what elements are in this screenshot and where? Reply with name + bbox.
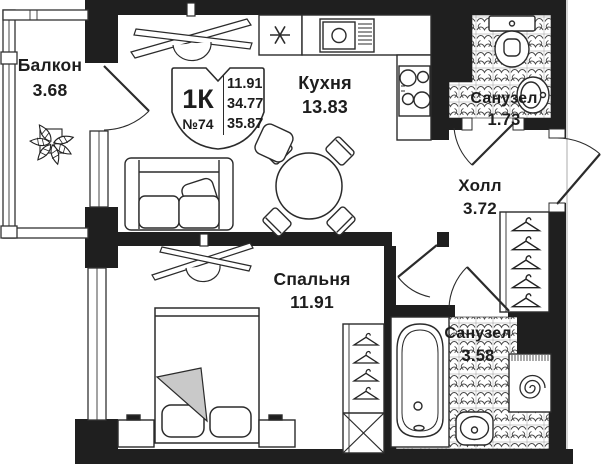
ceiling-light-bedroom (151, 233, 254, 283)
washing-machine (508, 353, 552, 413)
bathroom-small-area: 1.73 (487, 111, 521, 129)
balcony-label: Балкон (17, 55, 83, 75)
ceiling-light-living (130, 2, 253, 62)
snowflake-icon (270, 25, 290, 45)
sink-big-bathroom (455, 411, 494, 446)
bedroom-door (397, 244, 438, 298)
sink-small-bathroom (516, 76, 550, 114)
nightstand-right (258, 419, 296, 448)
nightstand-left (117, 419, 155, 448)
bed-pillow-right (209, 406, 252, 438)
balcony-door (103, 65, 150, 131)
unit-badge: 1К №74 11.91 34.77 35.87 (170, 62, 266, 152)
unit-type: 1К (182, 84, 214, 114)
hall-area: 3.72 (463, 199, 497, 218)
door-jambs (461, 117, 566, 213)
balcony-area: 3.68 (32, 80, 68, 100)
bed-pillow-left (161, 404, 205, 438)
unit-area-total: 35.87 (227, 116, 264, 132)
balcony-glazing (0, 9, 89, 239)
unit-area-main: 34.77 (227, 96, 264, 112)
bathroom-big-label: Санузел (444, 325, 512, 342)
dining-table (261, 134, 357, 238)
kitchen-label: Кухня (298, 73, 352, 93)
bathroom-small-door (453, 122, 515, 166)
hall-label: Холл (458, 176, 502, 195)
doors (103, 65, 601, 312)
badge-divider (223, 75, 224, 135)
wardrobe-bedroom (342, 323, 385, 454)
wardrobe-hall (499, 211, 550, 313)
washer-drum-icon (519, 374, 546, 399)
sofa (124, 123, 294, 231)
unit-area-living: 11.91 (227, 76, 263, 92)
toilet (488, 15, 536, 68)
unit-badge-shield (171, 67, 265, 150)
living-window (89, 130, 109, 208)
walls (75, 0, 573, 464)
bedroom-label: Спальня (273, 269, 351, 289)
nightstands (117, 414, 296, 448)
blanket-fold (155, 367, 208, 423)
bathroom-big-area: 3.58 (461, 347, 495, 365)
bathroom-small-label: Санузел (470, 90, 538, 107)
kitchen-fixtures (258, 14, 432, 141)
bathroom-big-door (448, 266, 510, 312)
entrance-door (556, 137, 601, 205)
bathtub (390, 316, 450, 448)
unit-number: №74 (182, 116, 214, 132)
bedroom-window (87, 267, 107, 421)
bedroom-area: 11.91 (290, 292, 334, 312)
kitchen-sink (319, 18, 375, 53)
stove (398, 65, 431, 117)
kitchen-area: 13.83 (301, 97, 349, 117)
bed (154, 307, 260, 444)
plant-icon (28, 124, 75, 166)
